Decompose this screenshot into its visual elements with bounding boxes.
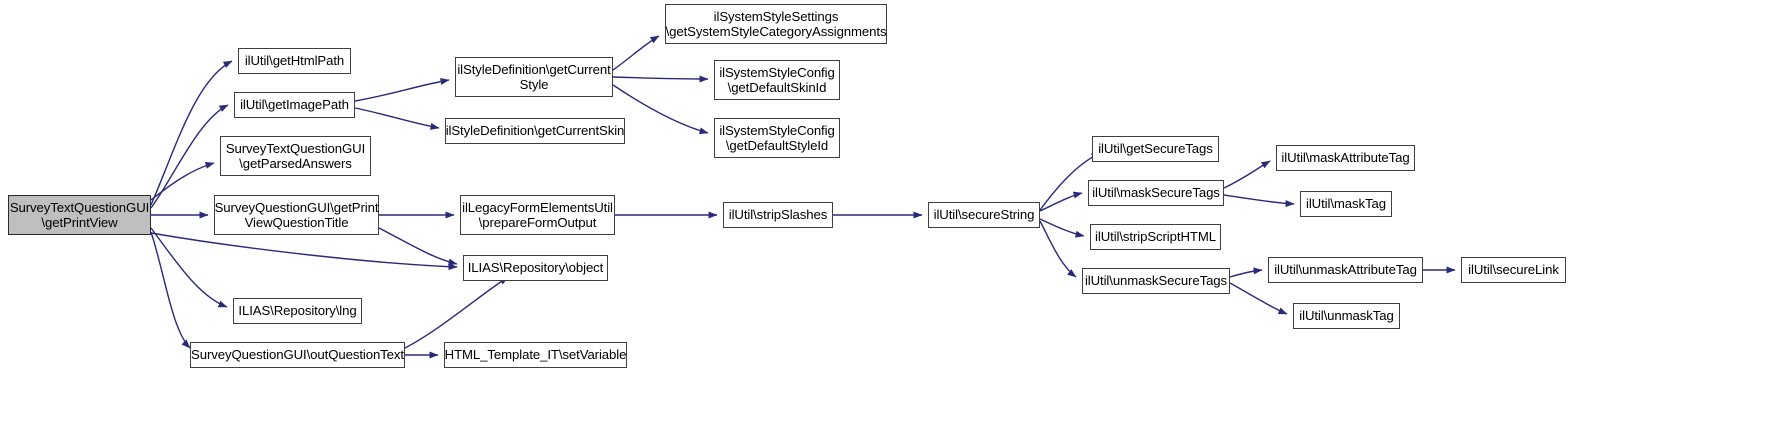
node-label: ILIAS\Repository\object <box>467 260 604 276</box>
node-label: SurveyQuestionGUI\outQuestionText <box>191 347 404 363</box>
graph-node-ilutil-unmasksecuretags[interactable]: ilUtil\unmaskSecureTags <box>1082 268 1230 294</box>
node-label: ilUtil\getHtmlPath <box>244 53 345 69</box>
node-label: ilUtil\secureString <box>933 207 1035 223</box>
node-label: ilUtil\getImagePath <box>240 97 349 113</box>
call-edge-n4-to-n10 <box>378 227 458 266</box>
node-label: ILIAS\Repository\lng <box>238 303 357 319</box>
node-label: ilUtil\unmaskSecureTags <box>1084 273 1228 289</box>
call-edge-n0-to-n5 <box>150 227 228 308</box>
node-label: ilUtil\unmaskTag <box>1299 308 1394 324</box>
node-label: ilSystemStyleConfig \getDefaultSkinId <box>719 64 835 96</box>
call-edge-n0-to-n10 <box>150 232 458 271</box>
graph-node-ilutil-stripslashes[interactable]: ilUtil\stripSlashes <box>723 202 833 228</box>
node-label: ilSystemStyleSettings \getSystemStyleCat… <box>665 8 887 40</box>
node-label: ilUtil\stripScriptHTML <box>1095 229 1216 245</box>
graph-node-ilutil-masktag[interactable]: ilUtil\maskTag <box>1300 191 1392 217</box>
node-label: SurveyTextQuestionGUI \getPrintView <box>9 199 150 231</box>
graph-node-ilutil-masksecuretags[interactable]: ilUtil\maskSecureTags <box>1088 180 1224 206</box>
call-edge-n7-to-n12 <box>612 35 660 71</box>
graph-node-illegacyformelementsutil-prepareformoutput[interactable]: ilLegacyFormElementsUtil \prepareFormOut… <box>460 195 615 235</box>
call-edge-n20-to-n23 <box>1229 267 1263 278</box>
root-node-surveytextquestiongui-getprintview[interactable]: SurveyTextQuestionGUI \getPrintView <box>8 195 151 235</box>
call-edge-n18-to-n22 <box>1223 194 1295 208</box>
node-label: ilUtil\getSecureTags <box>1098 141 1213 157</box>
graph-node-surveyquestiongui-outquestiontext[interactable]: SurveyQuestionGUI\outQuestionText <box>190 342 405 368</box>
graph-node-ilstyledefinition-getcurrentskin[interactable]: ilStyleDefinition\getCurrentSkin <box>445 118 625 144</box>
node-label: ilLegacyFormElementsUtil \prepareFormOut… <box>462 199 613 231</box>
graph-node-ilias-repository-lng[interactable]: ILIAS\Repository\lng <box>233 298 362 324</box>
node-label: ilSystemStyleConfig \getDefaultStyleId <box>719 122 835 154</box>
graph-node-surveyquestiongui-getprint-viewquestiontitle[interactable]: SurveyQuestionGUI\getPrint ViewQuestionT… <box>214 195 379 235</box>
graph-node-ilutil-getsecuretags[interactable]: ilUtil\getSecureTags <box>1092 136 1219 162</box>
call-edge-n20-to-n24 <box>1229 282 1288 315</box>
node-label: ilUtil\unmaskAttributeTag <box>1274 262 1417 278</box>
graph-node-ilutil-getimagepath[interactable]: ilUtil\getImagePath <box>234 92 355 118</box>
graph-node-ilutil-gethtmlpath[interactable]: ilUtil\getHtmlPath <box>238 48 351 74</box>
node-label: ilStyleDefinition\getCurrent Style <box>457 61 611 93</box>
graph-node-ilstyledefinition-getcurrent-style[interactable]: ilStyleDefinition\getCurrent Style <box>455 57 613 97</box>
graph-node-ilsystemstylesettings-getsystemstylecategoryassignments[interactable]: ilSystemStyleSettings \getSystemStyleCat… <box>665 4 887 44</box>
node-label: ilUtil\stripSlashes <box>728 207 828 223</box>
call-edge-n6-to-n10 <box>404 276 509 349</box>
call-edge-n0-to-n1 <box>150 60 233 206</box>
graph-node-ilutil-securelink[interactable]: ilUtil\secureLink <box>1461 257 1566 283</box>
graph-node-ilutil-unmasktag[interactable]: ilUtil\unmaskTag <box>1293 303 1400 329</box>
call-edge-n2-to-n8 <box>354 107 440 130</box>
call-edge-n16-to-n18 <box>1039 191 1083 212</box>
node-label: SurveyQuestionGUI\getPrint ViewQuestionT… <box>214 199 379 231</box>
node-label: ilUtil\maskSecureTags <box>1092 185 1220 201</box>
node-label: SurveyTextQuestionGUI \getParsedAnswers <box>225 140 366 172</box>
node-label: ilStyleDefinition\getCurrentSkin <box>445 123 625 139</box>
graph-node-html-template-it-setvariable[interactable]: HTML_Template_IT\setVariable <box>444 342 627 368</box>
graph-node-ilias-repository-object[interactable]: ILIAS\Repository\object <box>463 255 608 281</box>
graph-node-ilsystemstyleconfig-getdefaultskinid[interactable]: ilSystemStyleConfig \getDefaultSkinId <box>714 60 840 100</box>
graph-node-surveytextquestiongui-getparsedanswers[interactable]: SurveyTextQuestionGUI \getParsedAnswers <box>220 136 371 176</box>
node-label: HTML_Template_IT\setVariable <box>444 347 627 363</box>
graph-node-ilutil-stripscripthtml[interactable]: ilUtil\stripScriptHTML <box>1090 224 1221 250</box>
node-label: ilUtil\maskTag <box>1306 196 1386 212</box>
call-edge-n16-to-n19 <box>1039 218 1085 238</box>
call-edge-n18-to-n21 <box>1223 160 1271 189</box>
graph-node-ilutil-unmaskattributetag[interactable]: ilUtil\unmaskAttributeTag <box>1268 257 1423 283</box>
graph-node-ilutil-securestring[interactable]: ilUtil\secureString <box>928 202 1040 228</box>
node-label: ilUtil\secureLink <box>1468 262 1559 278</box>
node-label: ilUtil\maskAttributeTag <box>1281 150 1410 166</box>
call-edge-n16-to-n20 <box>1039 220 1077 278</box>
graph-node-ilutil-maskattributetag[interactable]: ilUtil\maskAttributeTag <box>1276 145 1415 171</box>
call-edge-n0-to-n6 <box>150 231 191 349</box>
call-edge-n0-to-n3 <box>150 162 215 201</box>
call-edge-n2-to-n7 <box>354 77 450 102</box>
graph-node-ilsystemstyleconfig-getdefaultstyleid[interactable]: ilSystemStyleConfig \getDefaultStyleId <box>714 118 840 158</box>
call-edge-n0-to-n2 <box>150 104 229 209</box>
call-edge-n7-to-n13 <box>612 75 709 83</box>
